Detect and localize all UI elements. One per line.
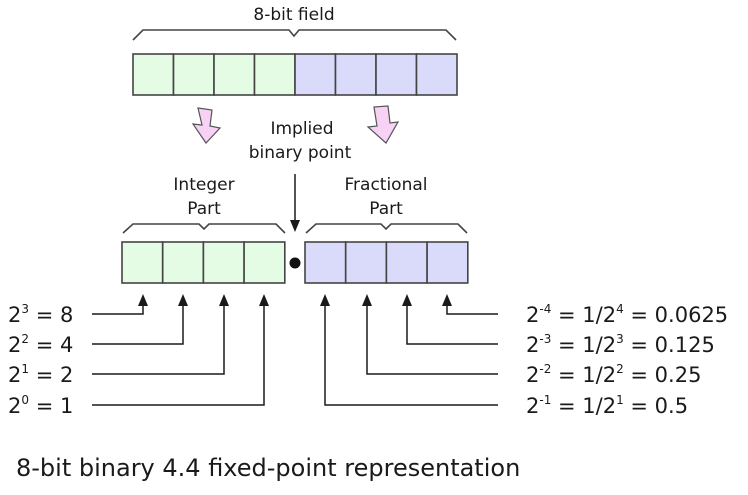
top-bit-cell-0 xyxy=(132,53,175,96)
integer-weight-label: 22 = 4 xyxy=(8,332,73,357)
fraction-bit-cell-0 xyxy=(304,241,347,284)
fraction-weight-labels: 2-4 = 1/24 = 0.0625 2-3 = 1/23 = 0.125 2-2… xyxy=(526,302,728,418)
top-brace xyxy=(132,29,457,41)
fraction-leader-arrowhead-icon xyxy=(320,294,330,306)
fraction-weight-label: 2-2 = 1/22 = 0.25 xyxy=(526,362,701,387)
pink-arrow-left-icon xyxy=(191,107,222,144)
binary-point-dot xyxy=(289,257,301,269)
integer-bit-cell-1 xyxy=(161,241,205,284)
fraction-bit-cell-3 xyxy=(426,241,469,284)
integer-leader-arrowhead-icon xyxy=(219,294,229,306)
integer-leader-line-2 xyxy=(92,300,225,375)
integer-brace xyxy=(122,223,286,234)
top-8bit-field xyxy=(132,53,458,96)
implied-label-line2: binary point xyxy=(249,143,352,163)
fraction-weight-label: 2-1 = 1/21 = 0.5 xyxy=(526,393,688,418)
integer-leader-arrowhead-icon xyxy=(259,294,269,306)
top-bit-cell-2 xyxy=(213,53,256,96)
integer-leader-line-0 xyxy=(92,300,144,315)
top-bit-cell-4 xyxy=(294,53,337,96)
field-title: 8-bit field xyxy=(253,5,334,25)
integer-leader-line-1 xyxy=(92,300,184,345)
fractional-part-label-line2: Part xyxy=(369,199,403,219)
fraction-leader-line-0 xyxy=(446,300,498,315)
integer-part-label-line2: Part xyxy=(187,199,221,219)
fractional-part-label-line1: Fractional xyxy=(345,175,428,195)
top-bit-cell-6 xyxy=(375,53,418,96)
integer-part-label-line1: Integer xyxy=(173,175,234,195)
integer-bit-cell-2 xyxy=(202,241,245,284)
fraction-leader-arrowhead-icon xyxy=(362,294,372,306)
integer-leader-line-3 xyxy=(92,300,265,406)
integer-weight-label: 21 = 2 xyxy=(8,362,73,387)
binary-point-arrowhead-icon xyxy=(290,220,300,232)
fraction-weight-label: 2-3 = 1/23 = 0.125 xyxy=(526,332,715,357)
fraction-leader-arrowhead-icon xyxy=(442,294,452,306)
integer-leader-arrowhead-icon xyxy=(138,294,148,306)
integer-weight-labels: 23 = 8 22 = 4 21 = 2 20 = 1 xyxy=(8,302,73,418)
implied-label-line1: Implied xyxy=(270,119,333,139)
integer-weight-label: 23 = 8 xyxy=(8,302,73,327)
fractional-brace xyxy=(305,223,468,234)
integer-bit-cell-0 xyxy=(121,241,164,284)
integer-part-bar xyxy=(121,241,286,284)
integer-leader-arrowhead-icon xyxy=(178,294,188,306)
integer-bit-cell-3 xyxy=(243,241,286,284)
fraction-bit-cell-1 xyxy=(344,241,388,284)
pink-arrow-right-icon xyxy=(366,105,400,144)
top-bit-cell-1 xyxy=(172,53,215,96)
caption: 8-bit binary 4.4 fixed-point representat… xyxy=(16,454,520,482)
fractional-part-bar xyxy=(304,241,469,284)
fraction-leader-arrowhead-icon xyxy=(402,294,412,306)
integer-weight-label: 20 = 1 xyxy=(8,393,73,418)
top-bit-cell-7 xyxy=(415,53,458,96)
top-bit-cell-5 xyxy=(334,53,377,96)
weight-leader-lines xyxy=(92,294,498,406)
fraction-weight-label: 2-4 = 1/24 = 0.0625 xyxy=(526,302,728,327)
fraction-bit-cell-2 xyxy=(385,241,428,284)
top-bit-cell-3 xyxy=(253,53,296,96)
fraction-leader-line-3 xyxy=(324,300,498,406)
fraction-leader-line-1 xyxy=(406,300,498,345)
fraction-leader-line-2 xyxy=(366,300,498,375)
